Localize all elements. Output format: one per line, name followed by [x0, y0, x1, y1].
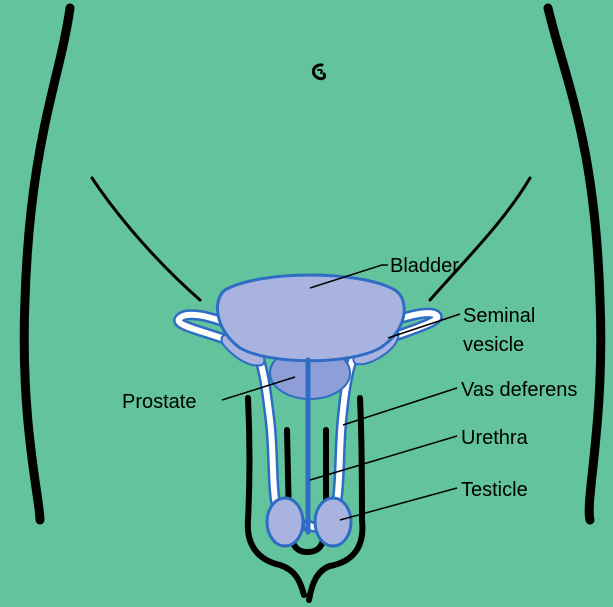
label-prostate: Prostate	[122, 391, 196, 413]
label-testicle: Testicle	[461, 479, 528, 501]
left-testicle	[267, 498, 303, 546]
label-bladder: Bladder	[390, 255, 459, 277]
label-urethra: Urethra	[461, 427, 529, 449]
label-seminal-vesicle-line1: Seminal	[463, 305, 535, 327]
label-seminal-vesicle-line2: vesicle	[463, 334, 524, 356]
right-testicle	[315, 498, 351, 546]
label-vas-deferens: Vas deferens	[461, 379, 577, 401]
